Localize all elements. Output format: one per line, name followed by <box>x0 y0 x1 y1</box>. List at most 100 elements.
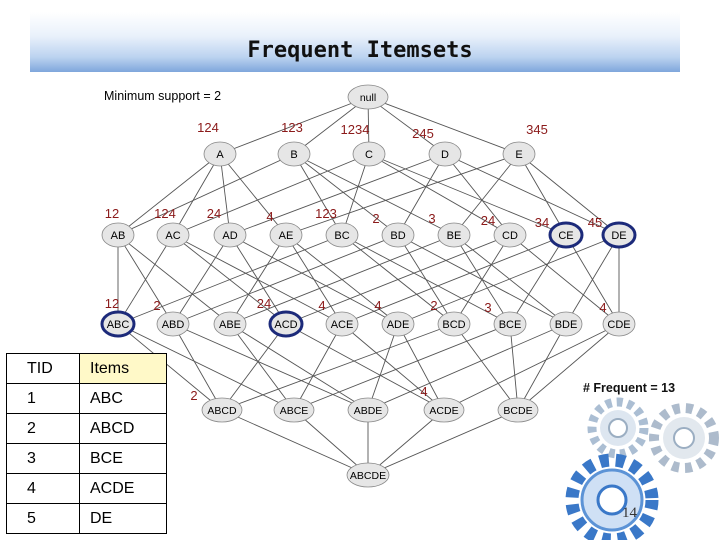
tid-list-label: 345 <box>526 122 548 137</box>
lattice-edge <box>117 323 223 411</box>
itemset-node-null: null <box>347 84 389 110</box>
node-ellipse <box>493 222 527 248</box>
node-label: BDE <box>555 319 578 331</box>
tid-list-label: 2 <box>153 298 160 313</box>
node-ellipse <box>213 311 247 337</box>
tid-cell: 1 <box>6 383 80 414</box>
tid-list-label: 245 <box>412 126 434 141</box>
itemset-node-abe: ABE <box>213 311 247 337</box>
node-label: AC <box>165 230 180 242</box>
node-ellipse <box>201 397 243 423</box>
tid-list-label: 2 <box>190 388 197 403</box>
node-label: C <box>365 149 373 161</box>
node-ellipse <box>548 221 584 249</box>
node-label: BCE <box>499 319 522 331</box>
lattice-edge <box>518 153 620 236</box>
lattice-edges <box>117 96 620 476</box>
lattice-edge <box>367 323 567 411</box>
items-header: Items <box>79 353 167 384</box>
lattice-edge <box>229 234 287 325</box>
lattice-edge <box>368 153 567 236</box>
items-cell: BCE <box>79 443 167 474</box>
table-header-row: TID Items <box>6 353 167 384</box>
transaction-table: TID Items 1 ABC 2 ABCD 3 BCE 4 ACDE 5 DE <box>6 353 167 534</box>
itemset-node-e: E 345 <box>502 122 548 167</box>
node-ellipse <box>325 311 359 337</box>
lattice-edge <box>453 234 511 325</box>
lattice-edge <box>172 153 370 236</box>
node-label: BD <box>390 230 405 242</box>
itemset-node-abde: ABDE <box>347 397 389 423</box>
node-ellipse <box>273 397 315 423</box>
lattice-edge <box>285 323 445 411</box>
node-label: BC <box>334 230 349 242</box>
tid-list-label: 34 <box>535 215 549 230</box>
node-label: ABE <box>219 319 241 331</box>
node-label: AE <box>279 230 294 242</box>
page-title: Frequent Itemsets <box>247 38 473 63</box>
lattice-edge <box>444 153 511 236</box>
tid-list-label: 123 <box>315 206 337 221</box>
lattice-edge <box>293 153 455 236</box>
lattice-edge <box>285 234 511 325</box>
lattice-edge <box>229 153 446 236</box>
lattice-edge <box>453 323 519 411</box>
lattice-edge <box>518 153 567 236</box>
table-row: 2 ABCD <box>6 413 167 444</box>
lattice-edge <box>229 234 455 325</box>
node-label: ACE <box>331 319 354 331</box>
node-label: ABD <box>162 319 185 331</box>
table-row: 3 BCE <box>6 443 167 474</box>
page-number: 14 <box>622 505 637 521</box>
items-cell: DE <box>79 503 167 534</box>
lattice-edge <box>172 323 223 411</box>
node-ellipse <box>493 311 527 337</box>
lattice-edge <box>367 323 399 411</box>
node-ellipse <box>269 222 303 248</box>
node-label: ACDE <box>429 405 458 417</box>
lattice-edge <box>229 323 369 411</box>
lattice-edge <box>221 323 287 411</box>
lattice-edge <box>517 323 567 411</box>
tid-list-label: 2 <box>430 298 437 313</box>
node-label: A <box>216 149 224 161</box>
minimum-support-label: Minimum support = 2 <box>104 89 222 103</box>
gear-icon <box>565 453 659 540</box>
lattice-edge <box>367 409 445 476</box>
itemset-node-bd: BD2 <box>372 211 415 248</box>
lattice-edge <box>397 323 445 411</box>
lattice-edge <box>219 153 287 236</box>
lattice-edge <box>509 323 519 411</box>
node-label: E <box>515 149 522 161</box>
node-label: CDE <box>607 319 630 331</box>
node-label: ACD <box>274 319 297 331</box>
lattice-edge <box>293 153 343 236</box>
itemset-node-bcde: BCDE <box>497 397 539 423</box>
node-ellipse <box>428 141 462 167</box>
lattice-edge <box>293 153 399 236</box>
tid-list-label: 3 <box>428 211 435 226</box>
node-ellipse <box>352 141 386 167</box>
items-cell: ABCD <box>79 413 167 444</box>
table-row: 4 ACDE <box>6 473 167 504</box>
lattice-edge <box>221 323 455 411</box>
tid-list-label: 45 <box>588 215 602 230</box>
title-band <box>30 12 680 72</box>
tid-list-label: 1234 <box>341 122 370 137</box>
lattice-edge <box>341 323 445 411</box>
